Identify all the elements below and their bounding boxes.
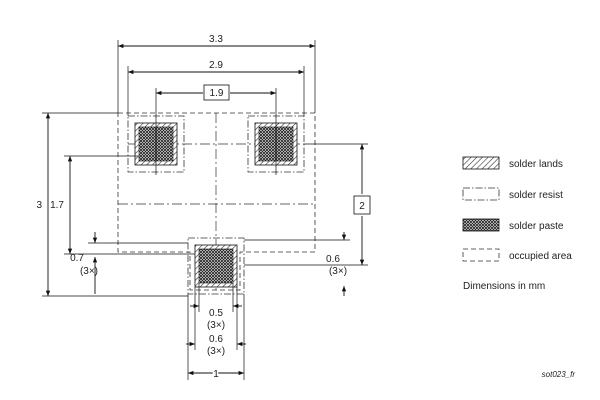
legend-label-occupied-area: occupied area <box>509 251 572 262</box>
legend-item-solder-lands: solder lands <box>462 156 563 170</box>
dim-3: 3 <box>36 112 188 297</box>
dim-3-label: 3 <box>36 200 42 211</box>
dim-2.9: 2.9 <box>127 60 305 116</box>
legend-label-solder-resist: solder resist <box>509 190 563 201</box>
dim-0.5: 0.5 (3×) <box>190 283 242 331</box>
dim-0.6-right-label: 0.6 <box>326 254 340 265</box>
dim-1: 1 <box>187 294 245 382</box>
legend-note: Dimensions in mm <box>463 281 545 292</box>
dim-0.7: 0.7 (3×) <box>70 232 188 294</box>
dim-0.7-label: 0.7 <box>70 253 84 264</box>
dim-0.6-bottom-label: 0.6 <box>209 334 223 345</box>
dim-3.3-label: 3.3 <box>209 34 223 45</box>
dim-1.9: 1.9 <box>155 84 277 175</box>
dim-0.6-bottom: 0.6 (3×) <box>186 287 246 357</box>
legend-item-solder-paste: solder paste <box>462 218 564 232</box>
dim-2: 2 <box>244 143 371 266</box>
pad-bottom <box>187 237 245 295</box>
solder-resist-bottom <box>187 237 245 295</box>
legend-item-solder-resist: solder resist <box>462 187 563 201</box>
legend: solder lands solder resist solder paste … <box>462 156 572 292</box>
crosshatch-swatch-icon <box>462 218 500 232</box>
dim-0.7-mult: (3×) <box>80 266 98 277</box>
occupied-area-outline <box>117 112 316 291</box>
dim-0.6-right: 0.6 (3×) <box>244 232 350 296</box>
legend-label-solder-lands: solder lands <box>509 159 563 170</box>
drawing-code: sot023_fr <box>542 370 576 379</box>
legend-item-occupied-area: occupied area <box>462 248 572 262</box>
dim-1.7-label: 1.7 <box>50 200 64 211</box>
dim-2.9-label: 2.9 <box>209 60 223 71</box>
dim-1-label: 1 <box>213 369 219 380</box>
hatch-swatch-icon <box>462 156 500 170</box>
dim-1.7: 1.7 <box>50 155 195 255</box>
dim-0.5-label: 0.5 <box>209 308 223 319</box>
dim-1.9-label: 1.9 <box>210 88 224 99</box>
legend-label-solder-paste: solder paste <box>509 221 564 232</box>
dim-0.5-mult: (3×) <box>207 320 225 331</box>
dim-3.3: 3.3 <box>117 34 316 113</box>
dim-2-label: 2 <box>359 201 365 212</box>
dim-0.6-bottom-mult: (3×) <box>207 346 225 357</box>
dim-0.6-right-mult: (3×) <box>329 266 347 277</box>
solder-paste-bottom <box>198 248 234 284</box>
dashed-swatch-icon <box>462 248 500 262</box>
dash-dot-swatch-icon <box>462 187 500 201</box>
